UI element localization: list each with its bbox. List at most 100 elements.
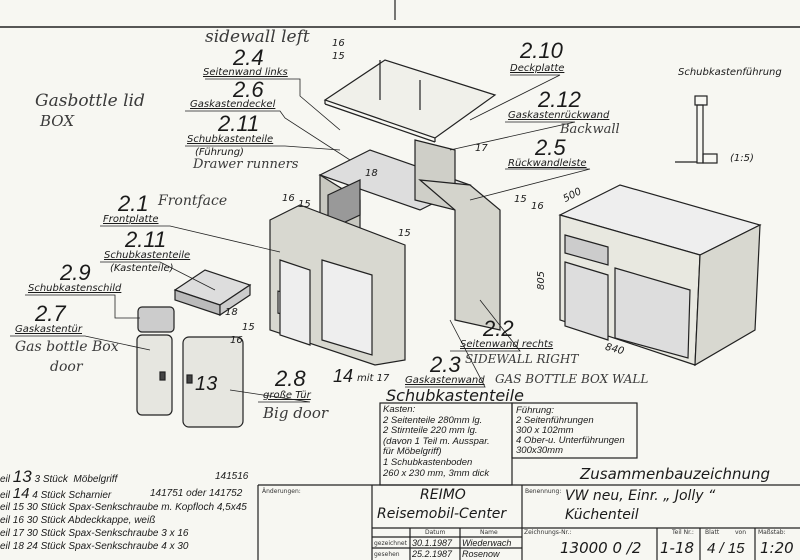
callout-15: 15 (398, 228, 411, 239)
spec-line: 300x30mm (516, 445, 563, 456)
unit: Stück (40, 490, 66, 501)
note-door: door (50, 359, 83, 375)
big-door-drawing (182, 336, 244, 428)
qty: 24 (26, 541, 38, 552)
note-big-door: Big door (263, 404, 329, 422)
part-number-2-6: 2.6 (233, 77, 264, 102)
part-number-2-9: 2.9 (60, 260, 91, 285)
part-number-range: 1-18 (660, 539, 695, 557)
part-label-2-1: Frontplatte (103, 214, 159, 225)
checked-name: Rosenow (462, 549, 500, 559)
spec-line: 4 Ober-u. Unterführungen (516, 435, 625, 446)
spec-line: für Möbelgriff) (383, 446, 442, 458)
qty: 30 (26, 502, 38, 513)
front-plate-drawing (269, 204, 406, 366)
drawer-shield-drawing (137, 306, 175, 333)
desc: Spax-Senkschraube 4 x 30 (68, 541, 189, 552)
desc: Möbelgriff (73, 474, 118, 485)
part-sub-2-11-box: (Kastenteile) (110, 263, 174, 274)
company-subtitle: Reisemobil-Center (377, 506, 507, 522)
part-number-label: Teil Nr.: (672, 529, 694, 536)
unit: Stück (40, 528, 66, 539)
drawing-number: 13000 0 /2 (560, 539, 642, 557)
prefix: eil (0, 528, 11, 539)
parts-row: eil 17 30 Stück Spax-Senkschraube 3 x 16 (0, 527, 247, 540)
spec-line: 300 x 102mm (516, 425, 574, 436)
qty: 4 (32, 490, 38, 501)
part-number-2-12: 2.12 (538, 87, 581, 112)
part-label-2-7: Gaskastentür (15, 324, 82, 335)
spec-line: 2 Stirnteile 220 mm lg. (383, 425, 478, 437)
name-label: Name (480, 529, 498, 536)
note-gas-bottle-box-wall: GAS BOTTLE BOX WALL (495, 372, 649, 386)
part-label-2-11-box: Schubkastenteile (104, 250, 191, 261)
callout-15: 15 (332, 51, 345, 62)
part-label-2-8: große Tür (263, 390, 311, 401)
part-number-2-11-box: 2.11 (125, 227, 167, 252)
part-label-2-12: Gaskastenrückwand (508, 110, 610, 121)
part-no: 16 (12, 515, 24, 526)
desc: Spax-Senkschraube m. Kopfloch 4,5x45 (68, 502, 247, 513)
detail-title: Schubkastenführung (678, 67, 782, 78)
drawing-number-label: Zeichnungs-Nr.: (524, 529, 572, 536)
sheet-label: Blatt (705, 529, 720, 536)
qty: 30 (26, 515, 38, 526)
scale-value: 1:20 (760, 539, 794, 557)
callout-18: 18 (225, 307, 238, 318)
spec-line: 1 Schubkastenboden (383, 456, 473, 468)
part-label-2-4: Seitenwand links (203, 67, 288, 78)
spec-line: Kasten: (383, 404, 416, 415)
drawing-name-line1: VW neu, Einr. „ Jolly “ (565, 488, 716, 504)
part-label-2-2: Seitenwand rechts (460, 339, 554, 350)
sheet-number: 4 / 15 (707, 540, 745, 557)
callout-18: 18 (365, 168, 378, 179)
drawing-name-line2: Küchenteil (565, 507, 639, 523)
parts-row: eil 15 30 Stück Spax-Senkschraube m. Kop… (0, 501, 247, 514)
unit: Stück (40, 515, 66, 526)
callout-17: 17 (475, 143, 488, 154)
desc: Abdeckkappe, weiß (68, 515, 156, 526)
note-drawer-runners: Drawer runners (193, 157, 299, 172)
drawer-box-specs: Kasten: 2 Seitenteile 280mm lg. 2 Stirnt… (383, 404, 490, 479)
note-gasbottle-lid: Gasbottle lid (35, 91, 145, 111)
callout-14: 14 (333, 366, 354, 386)
part-number-2-8: 2.8 (275, 366, 306, 391)
callout-15: 15 (298, 199, 311, 210)
prefix: eil (0, 515, 11, 526)
spec-line: Führung: (516, 405, 555, 416)
prefix: eil (0, 502, 11, 513)
part-number-2-5: 2.5 (535, 135, 566, 160)
drawer-runner-detail (675, 95, 718, 164)
assembled-unit-drawing (558, 184, 762, 367)
part-number-2-2: 2.2 (483, 316, 514, 341)
note-frontface: Frontface (158, 193, 228, 209)
drawing-type-heading: Zusammenbauzeichnung (580, 465, 771, 483)
callout-13: 13 (195, 373, 218, 395)
callout-15: 15 (242, 322, 255, 333)
part-no: 15 (12, 502, 24, 513)
part-number-2-7: 2.7 (35, 301, 66, 326)
part-sub-2-11-guide: (Führung) (195, 147, 244, 158)
prefix: eil (0, 474, 11, 485)
drawer-parts-title: Schubkastenteile (386, 386, 524, 405)
prefix: eil (0, 490, 11, 501)
checked-label: gesehen (374, 551, 400, 558)
gas-box-door-drawing (136, 334, 173, 416)
note-sidewall-right: SIDEWALL RIGHT (465, 352, 579, 366)
callout-16: 16 (230, 335, 243, 346)
qty: 30 (26, 528, 38, 539)
note-sidewall-left: sidewall left (205, 27, 310, 47)
drawn-date: 30.1.1987 (412, 538, 453, 548)
drawn-name: Wiederwach (462, 538, 512, 548)
part-number-2-10: 2.10 (520, 38, 563, 63)
part-label-2-3: Gaskastenwand (405, 375, 485, 386)
qty: 3 (34, 474, 41, 485)
callout-16: 16 (531, 201, 544, 212)
title-block-lines (257, 402, 800, 560)
scale-label: Maßstab: (758, 529, 786, 536)
callout-16: 16 (282, 193, 295, 204)
part-no: 13 (12, 467, 32, 486)
